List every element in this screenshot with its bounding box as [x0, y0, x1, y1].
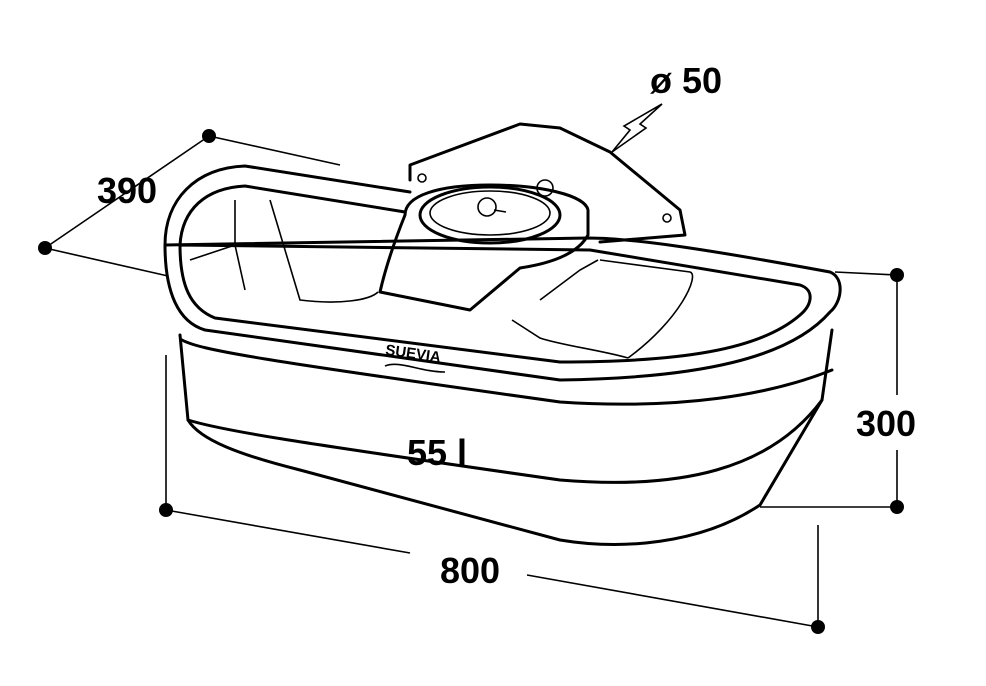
dimension-point: [890, 268, 904, 282]
dimension-800: 800: [159, 355, 825, 634]
valve-bracket: [378, 122, 687, 312]
dimension-point: [811, 620, 825, 634]
capacity-label: 55 l: [407, 432, 467, 473]
inlet-diameter-label: ø 50: [650, 60, 722, 101]
trough: SUEVIA 55 l: [163, 164, 842, 546]
dimension-300: 300: [760, 268, 916, 514]
arrow-icon: [611, 103, 663, 153]
dimension-point: [890, 500, 904, 514]
height-label: 300: [856, 403, 916, 444]
dimension-point: [202, 129, 216, 143]
depth-label: 390: [97, 170, 157, 211]
dimension-390: 390: [38, 129, 341, 277]
width-label: 800: [440, 550, 500, 591]
dimension-inlet: ø 50: [611, 60, 722, 153]
dimension-point: [38, 241, 52, 255]
dimension-point: [159, 503, 173, 517]
